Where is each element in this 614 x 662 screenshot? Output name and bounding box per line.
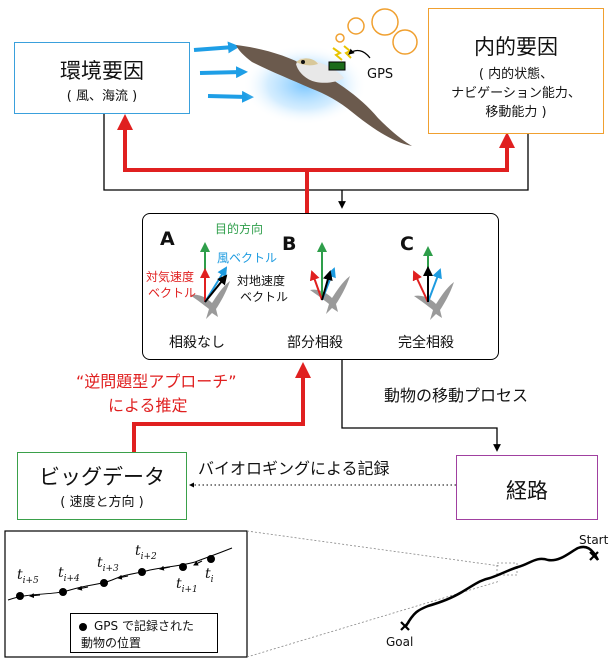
time-label-i: ti [205, 566, 214, 585]
time-label-i1: ti+1 [176, 576, 198, 595]
inverse-problem-line-2: による推定 [108, 396, 188, 415]
time-label-i3: ti+3 [97, 555, 119, 574]
internal-line-1: ( 内的状態、 [478, 67, 554, 82]
time-label-i5: ti+5 [17, 567, 39, 586]
environment-subtitle: ( 風、海流 ) [66, 89, 138, 104]
inset-legend [70, 613, 218, 653]
internal-factors-box: 内的要因 ( 内的状態、 ナビゲーション能力、 移動能力 ) [428, 8, 604, 134]
gps-point [59, 588, 67, 596]
inset-legend-line-2: 動物の位置 [81, 636, 142, 650]
goal-label: Goal [386, 635, 414, 649]
inset-zoom-lines [246, 530, 501, 658]
vector-panel-a [190, 242, 230, 319]
gps-label: GPS [367, 67, 394, 82]
big-data-title: ビッグデータ [39, 465, 165, 489]
inset-legend-line-1: GPS で記録された [94, 619, 194, 633]
start-marker-icon [589, 551, 599, 561]
vector-panel-b [309, 242, 350, 314]
inverse-estimation-arrows [117, 114, 515, 452]
big-data-box: ビッグデータ ( 速度と方向 ) [17, 452, 187, 520]
environment-title: 環境要因 [60, 59, 144, 83]
goal-marker-icon [400, 621, 410, 631]
gps-points [16, 555, 215, 600]
gps-point [179, 563, 187, 571]
route-title: 経路 [506, 479, 548, 503]
panel-c-caption: 完全相殺 [398, 335, 454, 351]
internal-line-3: 移動能力 ) [485, 105, 547, 120]
panel-b-letter: B [282, 233, 297, 255]
movement-process-panel [142, 213, 499, 360]
gps-device-icon [328, 45, 371, 71]
big-data-subtitle: ( 速度と方向 ) [60, 495, 144, 510]
gps-point [100, 579, 108, 587]
feedback-connectors [103, 114, 529, 452]
start-label: Start [579, 533, 609, 547]
gps-point [138, 568, 146, 576]
internal-line-2: ナビゲーション能力、 [451, 86, 581, 101]
environment-factors-box: 環境要因 ( 風、海流 ) [14, 42, 190, 114]
airspeed-label-1: 対気速度 [146, 270, 195, 284]
panel-a-letter: A [160, 228, 175, 250]
wind-arrows [193, 41, 254, 103]
ground-speed-label-1: 対地速度 [237, 274, 286, 288]
time-label-i2: ti+2 [135, 543, 157, 562]
migration-track [404, 545, 600, 627]
airspeed-label-2: ベクトル [148, 286, 197, 300]
time-label-i4: ti+4 [58, 565, 80, 584]
legend-dot [79, 623, 87, 631]
zoom-region [496, 562, 518, 576]
vector-panel-c [412, 246, 454, 320]
inset-arrows [29, 560, 203, 599]
inverse-problem-line-1: “逆問題型アプローチ” [76, 372, 237, 391]
gps-point [207, 555, 215, 563]
biologging-label: バイオロギングによる記録 [198, 459, 390, 478]
panel-a-caption: 相殺なし [169, 335, 225, 351]
ground-speed-label-2: ベクトル [240, 290, 289, 304]
movement-process-label: 動物の移動プロセス [384, 386, 529, 405]
albatross-illustration [236, 45, 412, 146]
route-box: 経路 [456, 455, 598, 520]
wind-vector-label: 風ベクトル [217, 251, 278, 265]
panel-b-caption: 部分相殺 [287, 335, 343, 351]
panel-c-letter: C [400, 233, 414, 255]
target-direction-label: 目的方向 [215, 222, 264, 236]
thought-bubbles-icon [335, 8, 418, 55]
gps-point [16, 592, 24, 600]
internal-title: 内的要因 [474, 35, 558, 59]
